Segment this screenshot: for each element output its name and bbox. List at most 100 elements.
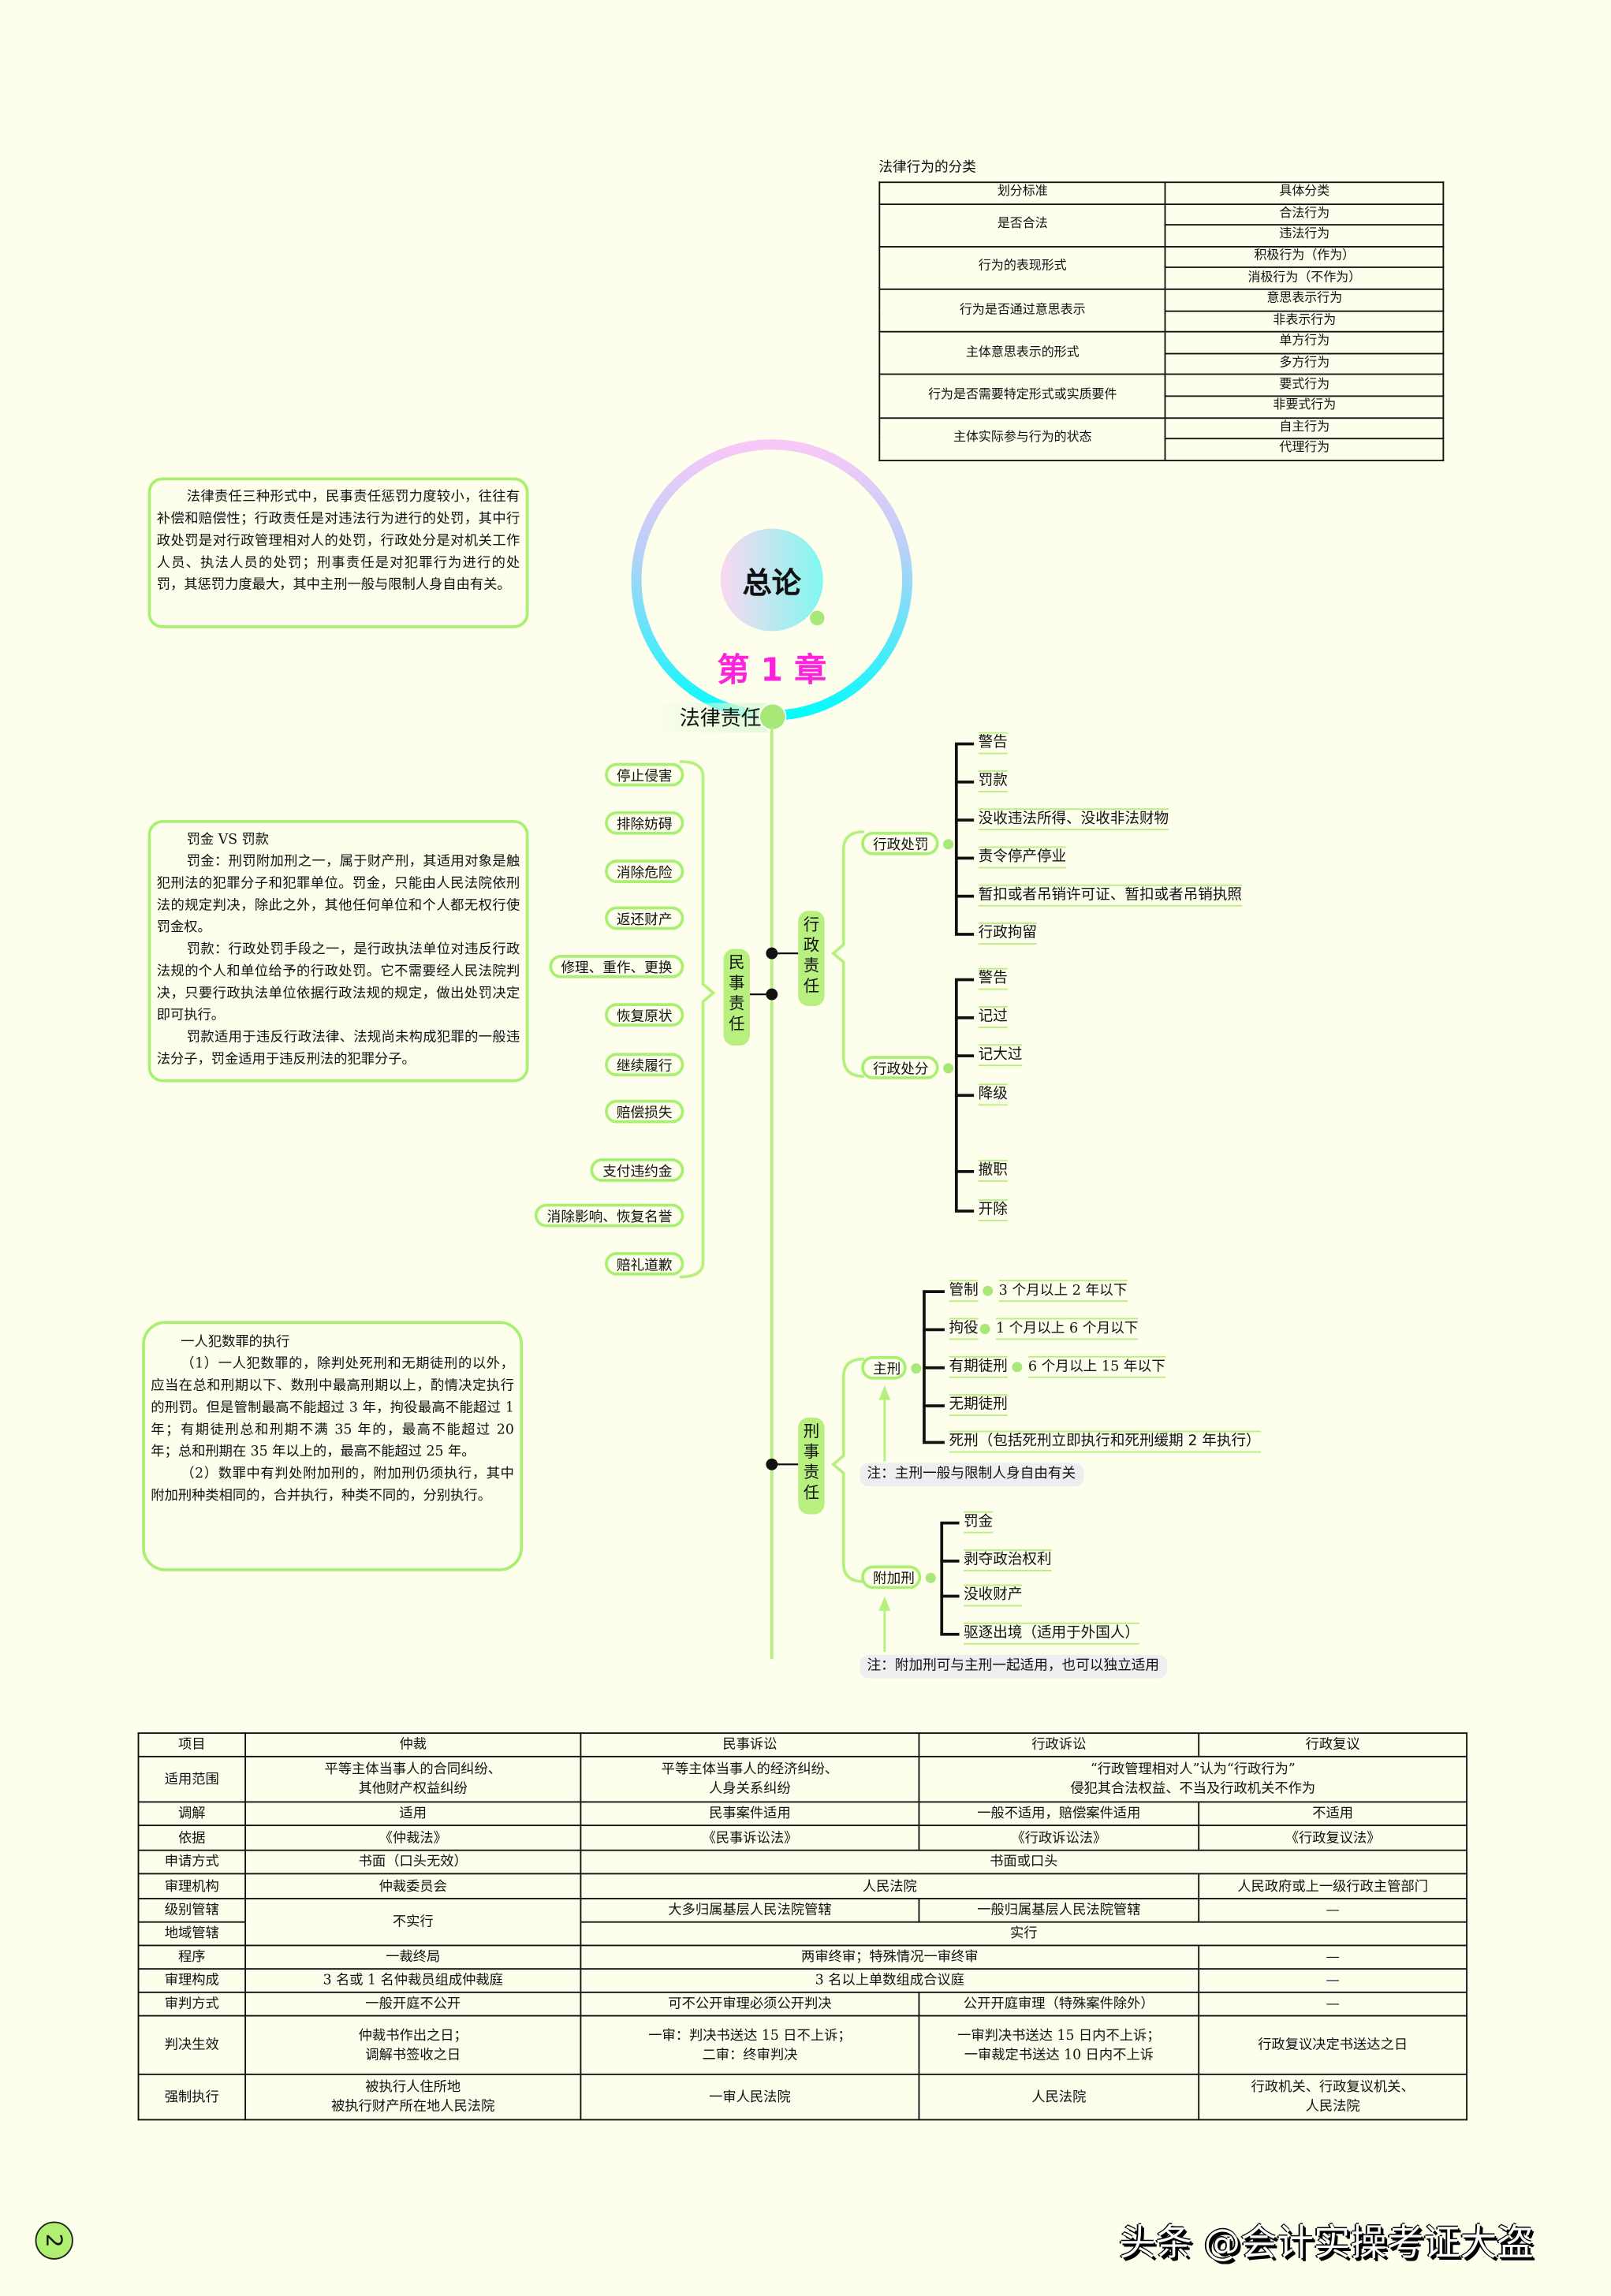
principal-penalty-node[interactable]: 主刑 (861, 1355, 907, 1380)
junction-dot-icon (766, 988, 778, 1001)
supplementary-penalty-node[interactable]: 附加刑 (861, 1565, 922, 1590)
penalty-term: 3 个月以上 2 年以下 (998, 1280, 1128, 1303)
table-cell: 大多归属基层人民法院管辖 (580, 1898, 920, 1923)
civil-remedy-item[interactable]: 消除危险 (605, 859, 684, 883)
admin-sanction-dot-icon (943, 1063, 954, 1074)
admin-sanction-item[interactable]: 降级 (978, 1083, 1008, 1106)
principal-penalty-item[interactable]: 有期徒刑 (949, 1355, 1008, 1378)
table-cell: — (1198, 1944, 1468, 1970)
table-row: 级别管辖不实行大多归属基层人民法院管辖一般归属基层人民法院管辖— (137, 1898, 1468, 1947)
type-cell: 消极行为（不作为） (1165, 266, 1445, 290)
branch-tick (923, 1366, 945, 1370)
admin-sanction-item[interactable]: 开除 (978, 1199, 1008, 1221)
table-row: 违法行为 (879, 224, 1445, 248)
table-cell: 平等主体当事人的经济纠纷、 人身关系纠纷 (580, 1755, 920, 1803)
criterion-cell: 主体实际参与行为的状态 (878, 416, 1167, 461)
criminal-liability-node[interactable]: 刑事责任 (798, 1417, 825, 1515)
note-box-multiple-crimes: 一人犯数罪的执行（1）一人犯数罪的，除判处死刑和无期徒刑的以外，应当在总和刑期以… (142, 1321, 524, 1571)
branch-tick (954, 818, 975, 822)
admin-sanction-node[interactable]: 行政处分 (861, 1056, 939, 1079)
supplementary-penalty-item[interactable]: 没收财产 (964, 1584, 1023, 1607)
supplementary-penalty-dot-icon (925, 1572, 936, 1583)
table-row: 申请方式书面（口头无效）书面或口头 (137, 1849, 1468, 1875)
table-header-row: 项目仲裁民事诉讼行政诉讼行政复议 (137, 1732, 1468, 1757)
table-cell: 一审人民法院 (580, 2073, 920, 2121)
table-cell: 适用 (244, 1801, 582, 1827)
principal-penalty-item[interactable]: 拘役 (949, 1318, 979, 1340)
admin-penalty-node[interactable]: 行政处罚 (861, 831, 939, 855)
civil-liability-node[interactable]: 民事责任 (723, 949, 750, 1046)
admin-sanction-item[interactable]: 记大过 (978, 1044, 1023, 1067)
supplementary-penalty-item[interactable]: 罚金 (964, 1511, 994, 1534)
supplementary-note: 注：附加刑可与主刑一起适用，也可以独立适用 (860, 1654, 1167, 1679)
admin-penalty-item[interactable]: 罚款 (978, 770, 1008, 792)
table-cell: 公开开庭审理（特殊案件除外） (918, 1991, 1200, 2017)
branch-tick (940, 1522, 960, 1525)
admin-sanction-item[interactable]: 记过 (978, 1005, 1008, 1028)
note-paragraph: 罚款适用于违反行政法律、法规尚未构成犯罪的一般违法分子，罚金适用于违反刑法的犯罪… (156, 1029, 520, 1068)
admin-sanction-item[interactable]: 撤职 (978, 1159, 1008, 1182)
table-cell: 一审：判决书送达 15 日不上诉； 二审：终审判决 (580, 2015, 920, 2075)
admin-penalty-item[interactable]: 行政拘留 (978, 922, 1037, 945)
civil-remedy-item[interactable]: 修理、重作、更换 (549, 954, 684, 978)
civil-remedy-item[interactable]: 消除影响、恢复名誉 (535, 1203, 684, 1228)
table-row: 非要式行为 (879, 395, 1445, 419)
note-paragraph: （2）数罪中有判处附加刑的，附加刑仍须执行，其中附加刑种类相同的，合并执行，种类… (151, 1466, 514, 1504)
administrative-liability-node[interactable]: 行政责任 (798, 911, 825, 1006)
admin-penalty-item[interactable]: 没收违法所得、没收非法财物 (978, 808, 1169, 831)
branch-tick (954, 978, 975, 982)
table-row: 审理机构仲裁委员会人民法院人民政府或上一级行政主管部门 (137, 1873, 1468, 1899)
civil-remedy-item[interactable]: 停止侵害 (605, 762, 684, 787)
table-row: 行为是否需要特定形式或实质要件要式行为 (878, 374, 1445, 419)
civil-remedy-item[interactable]: 继续履行 (605, 1053, 684, 1077)
table-cell: 一审判决书送达 15 日内不上诉； 一审裁定书送达 10 日内不上诉 (918, 2015, 1200, 2075)
table-cell: 民事案件适用 (580, 1801, 920, 1827)
admin-penalty-item[interactable]: 责令停产停业 (978, 846, 1067, 869)
branch-tick (923, 1404, 945, 1407)
table-row: 主体意思表示的形式单方行为 (878, 331, 1445, 376)
supplementary-penalty-item[interactable]: 剥夺政治权利 (964, 1549, 1052, 1571)
table-cell: 书面或口头 (580, 1849, 1468, 1875)
table-row: 行为是否通过意思表示意思表示行为 (878, 288, 1445, 333)
table-cell: 书面（口头无效） (244, 1849, 582, 1875)
principal-penalty-item[interactable]: 死刑（包括死刑立即执行和死刑缓期 2 年执行） (949, 1430, 1261, 1453)
table-cell: 《民事诉讼法》 (580, 1824, 920, 1851)
table-cell: 平等主体当事人的合同纠纷、 其他财产权益纠纷 (244, 1755, 582, 1803)
center-node[interactable]: 总论 (720, 528, 823, 632)
branch-tick (954, 781, 975, 784)
civil-remedy-item[interactable]: 恢复原状 (605, 1003, 684, 1027)
header-cell: 行政诉讼 (918, 1732, 1200, 1757)
branch-tick (954, 933, 975, 936)
row-label: 依据 (137, 1824, 247, 1851)
table-row: 判决生效仲裁书作出之日； 调解书签收之日一审：判决书送达 15 日不上诉； 二审… (137, 2015, 1468, 2075)
civil-remedy-item[interactable]: 赔偿损失 (605, 1099, 684, 1124)
topic-label[interactable]: 法律责任 (644, 703, 768, 732)
penalty-term: 6 个月以上 15 年以下 (1027, 1355, 1165, 1378)
note-box-fine-vs-penalty: 罚金 VS 罚款罚金：刑罚附加刑之一，属于财产刑，其适用对象是触犯刑法的犯罪分子… (147, 820, 529, 1083)
term-dot-icon (1012, 1362, 1023, 1373)
criterion-cell: 行为是否需要特定形式或实质要件 (878, 374, 1167, 419)
admin-sanction-item[interactable]: 警告 (978, 967, 1008, 990)
admin-penalty-dot-icon (943, 839, 954, 850)
supplementary-penalty-item[interactable]: 驱逐出境（适用于外国人） (964, 1622, 1139, 1645)
table-cell: 人民法院 (580, 1873, 1200, 1899)
principal-penalty-item[interactable]: 管制 (949, 1280, 979, 1303)
table-row: 消极行为（不作为） (879, 266, 1445, 290)
civil-remedy-item[interactable]: 返还财产 (605, 906, 684, 930)
center-title: 总论 (742, 564, 801, 600)
admin-penalty-item[interactable]: 警告 (978, 732, 1008, 755)
table-row: 审判方式一般开庭不公开可不公开审理必须公开判决公开开庭审理（特殊案件除外）— (137, 1991, 1468, 2017)
page-number: 2 (35, 2221, 73, 2260)
row-label: 判决生效 (137, 2015, 247, 2075)
principal-penalty-item[interactable]: 无期徒刑 (949, 1394, 1008, 1417)
admin-penalty-item[interactable]: 暂扣或者吊销许可证、暂扣或者吊销执照 (978, 884, 1242, 907)
row-label: 地域管辖 (137, 1921, 247, 1947)
penalty-term: 1 个月以上 6 个月以下 (995, 1318, 1139, 1340)
chapter-ring (631, 439, 913, 721)
table-cell: 3 名以上单数组成合议庭 (580, 1968, 1200, 1993)
civil-remedy-item[interactable]: 赔礼道歉 (605, 1251, 684, 1276)
civil-remedy-item[interactable]: 支付违约金 (591, 1158, 684, 1182)
civil-remedy-item[interactable]: 排除妨碍 (605, 811, 684, 835)
criterion-cell: 主体意思表示的形式 (878, 331, 1167, 376)
